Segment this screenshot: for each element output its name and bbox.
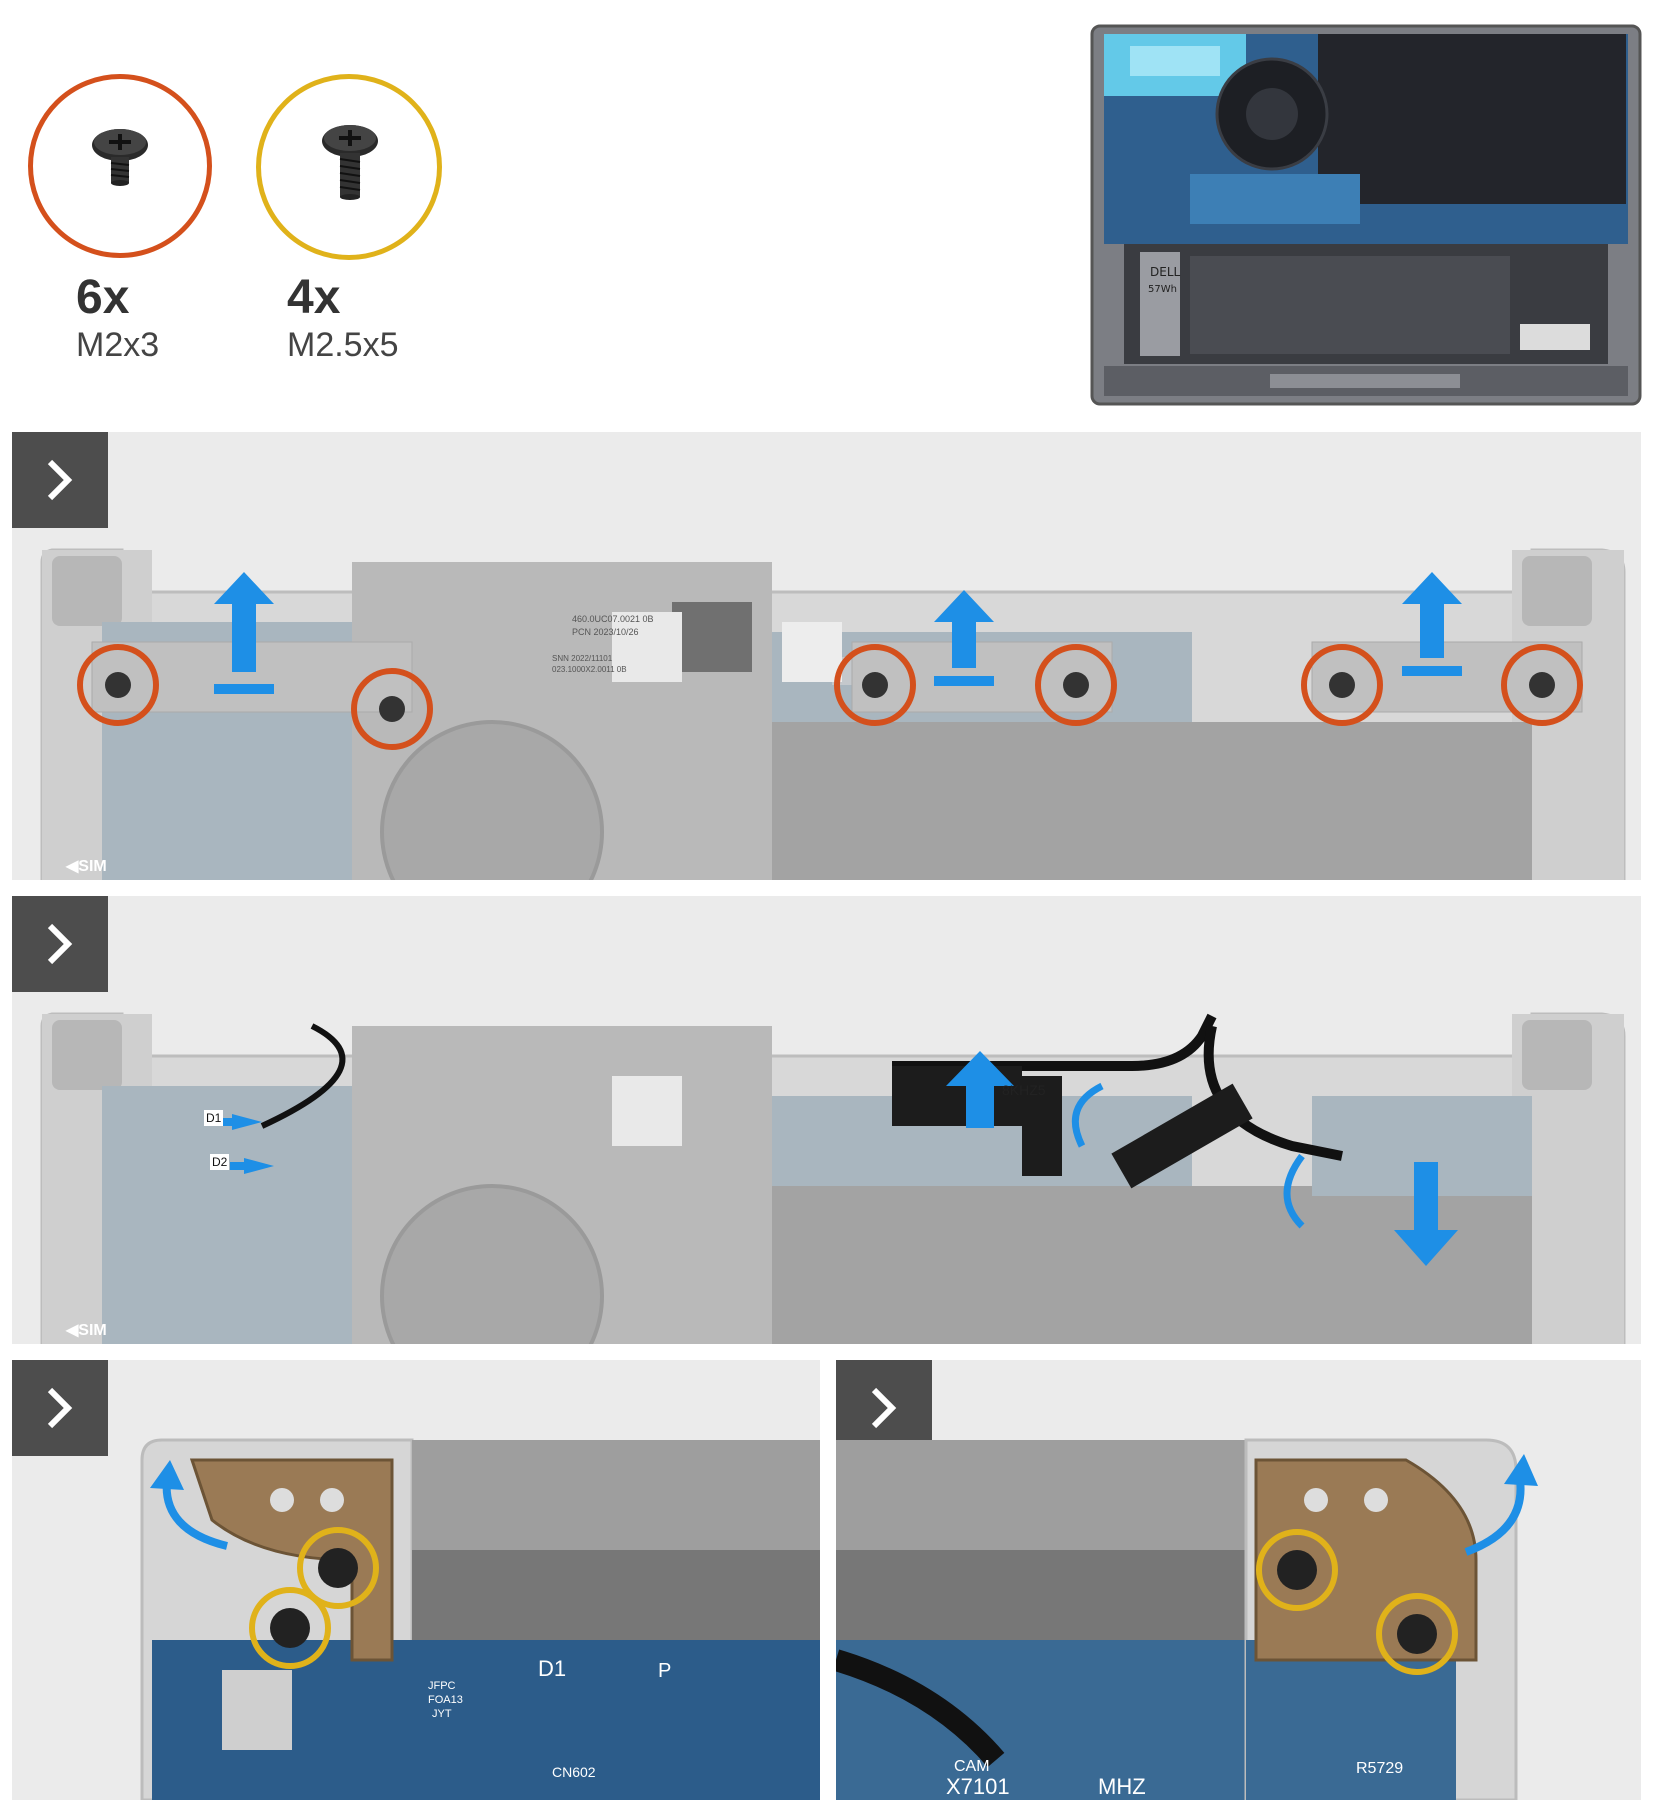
board-label-p: P	[658, 1660, 672, 1682]
board-label-x7101: X7101	[946, 1774, 1010, 1799]
right-hinge-view	[836, 1438, 1538, 1800]
step-3-tab	[12, 1360, 108, 1456]
disconnect-arrow-icons	[218, 1051, 1458, 1266]
chevron-right-icon	[47, 459, 73, 501]
chevron-right-icon	[47, 1387, 73, 1429]
board-label-mhz: MHZ	[1098, 1774, 1146, 1799]
board-label-jfpc: JFPC	[428, 1680, 456, 1692]
overview-image: DELL 57Wh	[1090, 24, 1642, 406]
battery-capacity: 57Wh	[1148, 284, 1177, 295]
board-label-sim: ◀SIM	[66, 858, 107, 875]
rotate-arrow-icon	[1464, 1479, 1525, 1556]
peel-arrow-icons	[1071, 1082, 1305, 1229]
battery-brand: DELL	[1150, 265, 1181, 279]
connector-label-d2: D2	[210, 1154, 230, 1170]
lift-arrow-icons	[214, 572, 1462, 694]
board-label-d1: D1	[538, 1656, 567, 1681]
board-label-r5729: R5729	[1356, 1760, 1404, 1777]
chevron-right-icon	[47, 923, 73, 965]
step-panel-3: D1 P CN602 JFPC FOA13 JYT	[12, 1360, 820, 1800]
screw-m2x3-circle	[28, 74, 212, 258]
screw-m2.5x5-quantity: 4x	[287, 271, 341, 324]
screw-m2.5x5-callouts	[249, 1527, 379, 1669]
system-board-view-1	[40, 548, 1626, 880]
board-label-kh: 8KHZ5	[1002, 1082, 1046, 1098]
screw-m2x3-size: M2x3	[76, 326, 160, 364]
screw-m2x3-callouts	[77, 644, 1583, 750]
board-label-code: 460.0UC07.0021 0B	[572, 614, 654, 624]
board-label-pcn: PCN 2023/10/26	[572, 627, 639, 637]
chevron-right-icon	[871, 1387, 897, 1429]
board-label-foa13: FOA13	[428, 1694, 463, 1706]
board-label-sim: ◀SIM	[66, 1322, 107, 1339]
step-panel-4: CAM X7101 MHZ R5729	[836, 1360, 1641, 1800]
screw-m2x3-icon	[92, 129, 148, 186]
board-label-cam: CAM	[954, 1758, 990, 1775]
screw-m2.5x5-icon	[322, 125, 378, 200]
step-panel-2: D1 D2 ◀SIM 8KHZ5	[12, 896, 1641, 1344]
screw-m2.5x5-circle	[256, 74, 442, 260]
system-board-view-2	[40, 1012, 1626, 1344]
screw-m2x3-quantity: 6x	[76, 271, 130, 324]
board-label-023: 023.1000X2.0011 0B	[552, 665, 627, 674]
laptop-overview-illustration: DELL 57Wh	[1090, 24, 1642, 406]
step-1-tab	[12, 432, 108, 528]
screw-m2.5x5-size: M2.5x5	[287, 326, 399, 364]
board-label-jyt: JYT	[432, 1708, 452, 1720]
left-hinge-view	[140, 1438, 820, 1800]
screw-m2.5x5-callouts	[1256, 1529, 1458, 1675]
board-label-snn: SNN 2022/11101	[552, 654, 613, 663]
connector-label-d1: D1	[204, 1110, 224, 1126]
board-label-cn602: CN602	[552, 1764, 596, 1780]
step-panel-1: ◀SIM 460.0UC07.0021 0B PCN 2023/10/26 SN…	[12, 432, 1641, 880]
step-2-tab	[12, 896, 108, 992]
rotate-arrow-icon	[162, 1479, 228, 1550]
